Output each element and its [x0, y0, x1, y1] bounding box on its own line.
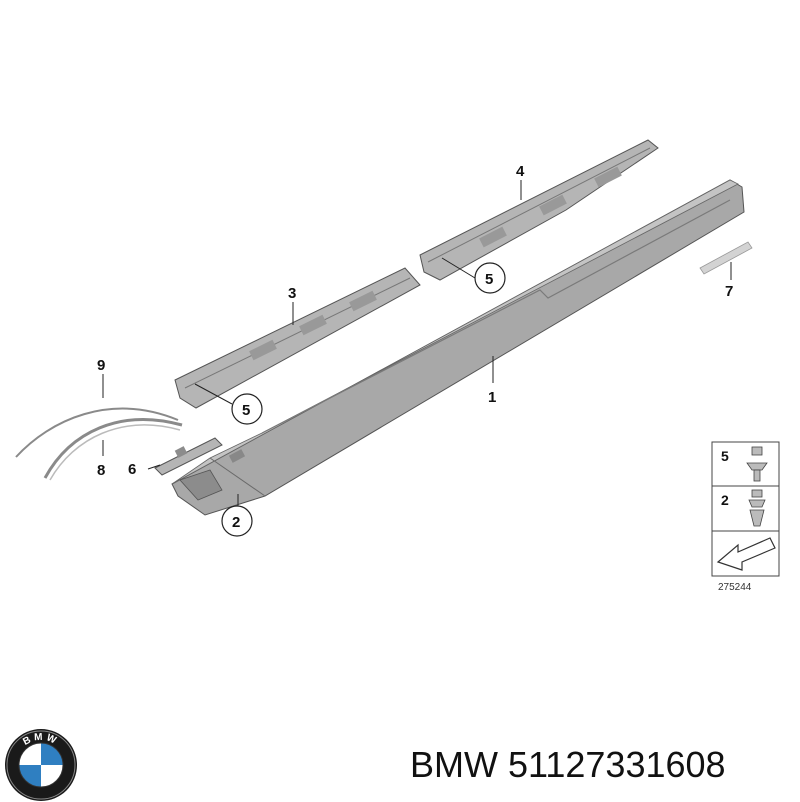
leader-lines	[102, 180, 732, 510]
callout-5b-circle	[231, 393, 263, 425]
legend-row-1-label: 5	[721, 448, 729, 464]
callout-5a-circle	[474, 262, 506, 294]
callout-1: 1	[488, 389, 496, 406]
part-clip-6	[154, 437, 223, 476]
callout-9: 9	[97, 357, 105, 374]
callout-2: 2	[232, 514, 240, 531]
screw-icon	[746, 446, 768, 482]
callout-8: 8	[97, 462, 105, 479]
diagram-reference-number: 275244	[718, 582, 752, 593]
callouts: 1 2 3 4 5 5 6 7 8 9	[97, 163, 733, 537]
callout-6: 6	[128, 461, 136, 478]
callout-3: 3	[288, 285, 296, 302]
bmw-logo: BMW	[5, 729, 77, 801]
part-bracket-mid	[174, 267, 421, 409]
part-caption: BMW 51127331608	[410, 735, 795, 795]
clip-icon	[748, 489, 766, 527]
fastener-legend: 5 2	[711, 441, 780, 577]
part-bracket-rear	[419, 139, 659, 281]
part-strip-7	[699, 241, 753, 275]
callout-5b: 5	[242, 402, 250, 419]
part-side-sill	[171, 179, 745, 516]
callout-4: 4	[516, 163, 525, 180]
direction-arrow-icon	[716, 537, 776, 571]
callout-7: 7	[725, 283, 733, 300]
legend-row-2-label: 2	[721, 492, 729, 508]
callout-2-circle	[221, 505, 253, 537]
caption-part-number: 51127331608	[508, 744, 726, 785]
callout-5a: 5	[485, 271, 493, 288]
part-arch-trims	[15, 407, 183, 481]
bmw-logo-letters: BMW	[21, 732, 60, 748]
caption-brand: BMW	[410, 744, 498, 785]
